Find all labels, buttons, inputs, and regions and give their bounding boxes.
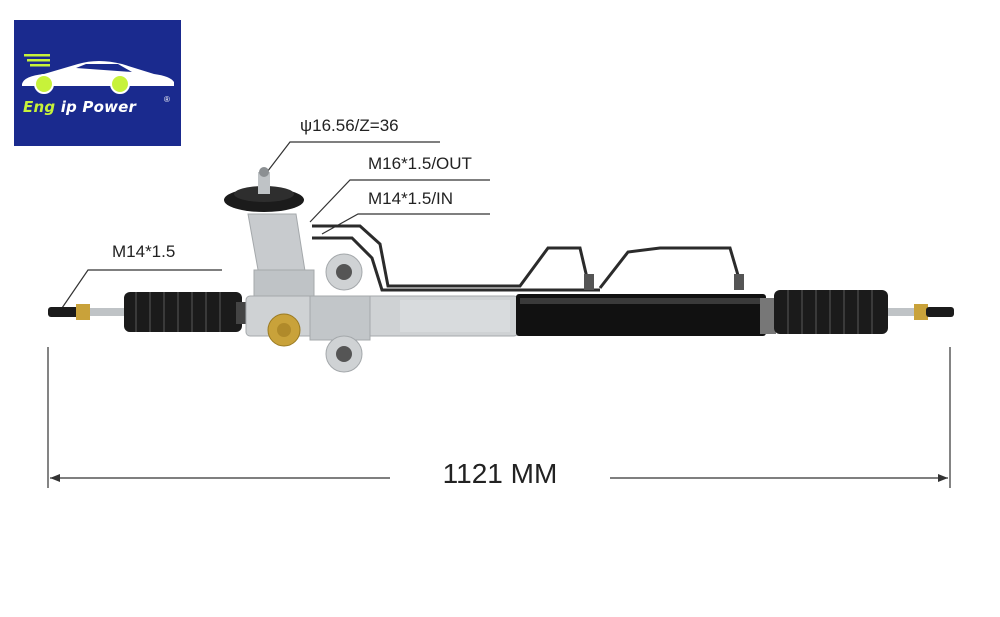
dimension-line	[47, 347, 951, 488]
hydraulic-lines	[312, 224, 742, 292]
callout-in-port: M14*1.5/IN	[368, 189, 454, 208]
registered-mark: ®	[164, 95, 170, 104]
dimension-label: 1121 MM	[442, 458, 558, 489]
brand-logo: Eng ip Power ®	[14, 20, 181, 146]
right-tie-rod	[885, 304, 954, 320]
right-bellow-boot	[774, 290, 888, 334]
mounting-lugs	[325, 253, 363, 373]
dimension-arrow-right	[938, 474, 948, 482]
brand-name: Eng ip Power	[23, 98, 136, 116]
valve-body	[224, 167, 315, 297]
adjuster-nut	[267, 313, 301, 347]
cylinder-tube	[516, 294, 766, 336]
line-fittings	[584, 274, 744, 290]
brand-name-first: Eng	[23, 98, 56, 116]
dimension-arrow-left	[50, 474, 60, 482]
left-bellow-boot	[124, 292, 248, 332]
car-icon	[22, 54, 174, 94]
callout-pinion-spec: ψ16.56/Z=36	[300, 116, 399, 135]
brand-name-rest: ip Power	[55, 98, 137, 116]
callout-out-port: M16*1.5/OUT	[368, 154, 472, 173]
rack-housing	[245, 295, 519, 341]
left-tie-rod	[48, 304, 126, 320]
callout-tie-rod-thread: M14*1.5	[112, 242, 176, 261]
